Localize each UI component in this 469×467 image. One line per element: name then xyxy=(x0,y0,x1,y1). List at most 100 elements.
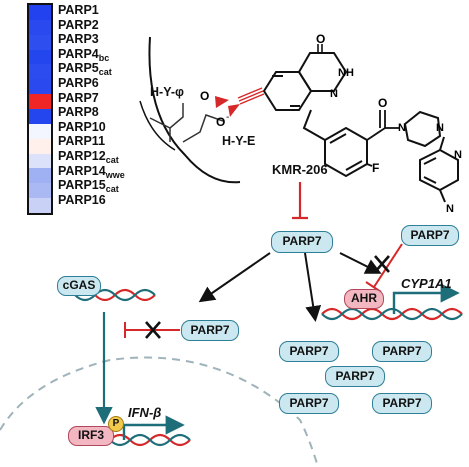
interaction-wedge-1 xyxy=(215,96,229,108)
heatmap-row-label: PARP10 xyxy=(58,120,148,135)
ifnb-tss-arrow xyxy=(122,415,185,440)
heatmap-row-name: PARP16 xyxy=(58,192,106,207)
arrow-to-ahr xyxy=(339,252,382,274)
heatmap-cell xyxy=(29,123,51,139)
heatmap-row-label: PARP3 xyxy=(58,32,148,47)
parp-heatmap xyxy=(27,3,53,215)
heatmap-row-subscript: bc xyxy=(98,52,110,63)
nitrile-bond xyxy=(439,189,446,203)
methylene-bond xyxy=(302,109,326,141)
label-hyphi: H-Y-φ xyxy=(150,85,184,99)
heatmap-row-label: PARP12cat xyxy=(58,148,148,165)
heatmap-cell xyxy=(29,64,51,80)
inhibition-line-main xyxy=(292,182,308,220)
heatmap-row-label: PARP7 xyxy=(58,91,148,106)
irf3-pill: IRF3 xyxy=(68,426,114,446)
heatmap-row-label: PARP2 xyxy=(58,18,148,33)
heatmap-row-name: PARP1 xyxy=(58,3,99,17)
heatmap-row-name: PARP4 xyxy=(58,46,99,61)
heatmap-cell xyxy=(29,79,51,95)
heatmap-row-subscript: wwe xyxy=(105,169,125,180)
heatmap-row-label: PARP8 xyxy=(58,105,148,120)
parp7-cluster-3: PARP7 xyxy=(325,366,385,387)
pip-pyr-bond xyxy=(439,136,445,151)
nitrile-n: N xyxy=(446,203,454,215)
parp7-cluster-2: PARP7 xyxy=(372,341,432,362)
parp7-inhibitor-left-pill: PARP7 xyxy=(181,320,239,341)
heatmap-row-name: PARP5 xyxy=(58,61,99,76)
heatmap-row-name: PARP11 xyxy=(58,134,106,149)
ketone-bond xyxy=(317,44,323,53)
carboxylate-minus: - xyxy=(226,112,229,123)
heatmap-row-name: PARP7 xyxy=(58,90,99,105)
heatmap-row-subscript: cat xyxy=(105,184,119,195)
heatmap-cell xyxy=(29,183,51,199)
residue-phi xyxy=(149,103,184,142)
heatmap-row-label: PARP6 xyxy=(58,76,148,91)
arrow-to-cluster xyxy=(304,252,322,322)
heatmap-row-label: PARP1 xyxy=(58,3,148,18)
n-label: N xyxy=(330,88,338,100)
heatmap-row-label: PARP11 xyxy=(58,134,148,149)
ketone-o: O xyxy=(316,32,325,46)
f-bond xyxy=(366,163,373,167)
cgas-pill: cGAS xyxy=(57,276,101,296)
binding-pocket xyxy=(148,36,241,184)
heatmap-row-subscript: cat xyxy=(98,67,112,78)
heatmap-row-name: PARP14 xyxy=(58,163,106,178)
heatmap-cell xyxy=(29,198,51,214)
phospho-badge: P xyxy=(108,416,124,432)
gene-cyp1a1: CYP1A1 xyxy=(401,276,452,291)
gene-ifnb: IFN-β xyxy=(128,405,162,420)
parp7-inhibitor-top-pill: PARP7 xyxy=(401,225,459,246)
amide-o: O xyxy=(378,96,387,110)
cyp1a1-tss-arrow xyxy=(392,283,460,314)
fluorobenzene-ring xyxy=(324,126,368,178)
residue-e xyxy=(182,114,224,143)
heatmap-cell xyxy=(29,138,51,154)
heatmap-row-name: PARP15 xyxy=(58,178,106,193)
pip-n1: N xyxy=(398,122,406,134)
heatmap-cell xyxy=(29,168,51,184)
piperazine-ring xyxy=(403,110,442,148)
pocket-wall xyxy=(139,100,176,151)
carboxylate-o: O xyxy=(216,115,225,129)
heatmap-cell xyxy=(29,19,51,35)
ahr-pill: AHR xyxy=(344,289,384,309)
pyridine-n: N xyxy=(454,149,462,161)
phthalazinone-core xyxy=(262,52,348,111)
heatmap-row-label: PARP15cat xyxy=(58,178,148,195)
dna-ahr xyxy=(321,307,463,321)
heatmap-row-label: PARP16 xyxy=(58,193,148,208)
block-x-left xyxy=(145,321,161,339)
amide-bond xyxy=(366,110,386,141)
alkyne-bond xyxy=(237,87,265,105)
interaction-wedge-2 xyxy=(228,104,240,117)
parp7-cluster-1: PARP7 xyxy=(279,341,339,362)
heatmap-cell xyxy=(29,49,51,65)
arrow-to-cgas xyxy=(198,252,271,303)
parp7-cluster-4: PARP7 xyxy=(279,393,339,414)
carboxylate-o2: O xyxy=(200,89,209,103)
compound-name: KMR-206 xyxy=(272,162,328,177)
heatmap-row-name: PARP2 xyxy=(58,17,99,32)
heatmap-cell xyxy=(29,34,51,50)
heatmap-row-label: PARP5cat xyxy=(58,61,148,78)
heatmap-row-name: PARP6 xyxy=(58,75,99,90)
heatmap-cell xyxy=(29,109,51,124)
heatmap-row-name: PARP12 xyxy=(58,148,106,163)
heatmap-cell xyxy=(29,94,51,110)
heatmap-row-label: PARP4bc xyxy=(58,46,148,63)
label-hye: H-Y-E xyxy=(222,134,256,148)
heatmap-row-name: PARP10 xyxy=(58,119,106,134)
heatmap-cell xyxy=(29,5,51,20)
nucleus-boundary xyxy=(0,356,319,467)
pip-n2: N xyxy=(436,122,444,134)
block-x-top xyxy=(374,255,390,273)
heatmap-row-name: PARP3 xyxy=(58,32,99,47)
parp7-cluster-5: PARP7 xyxy=(372,393,432,414)
parp7-main-pill: PARP7 xyxy=(271,231,333,253)
fluoro-f: F xyxy=(372,161,379,175)
